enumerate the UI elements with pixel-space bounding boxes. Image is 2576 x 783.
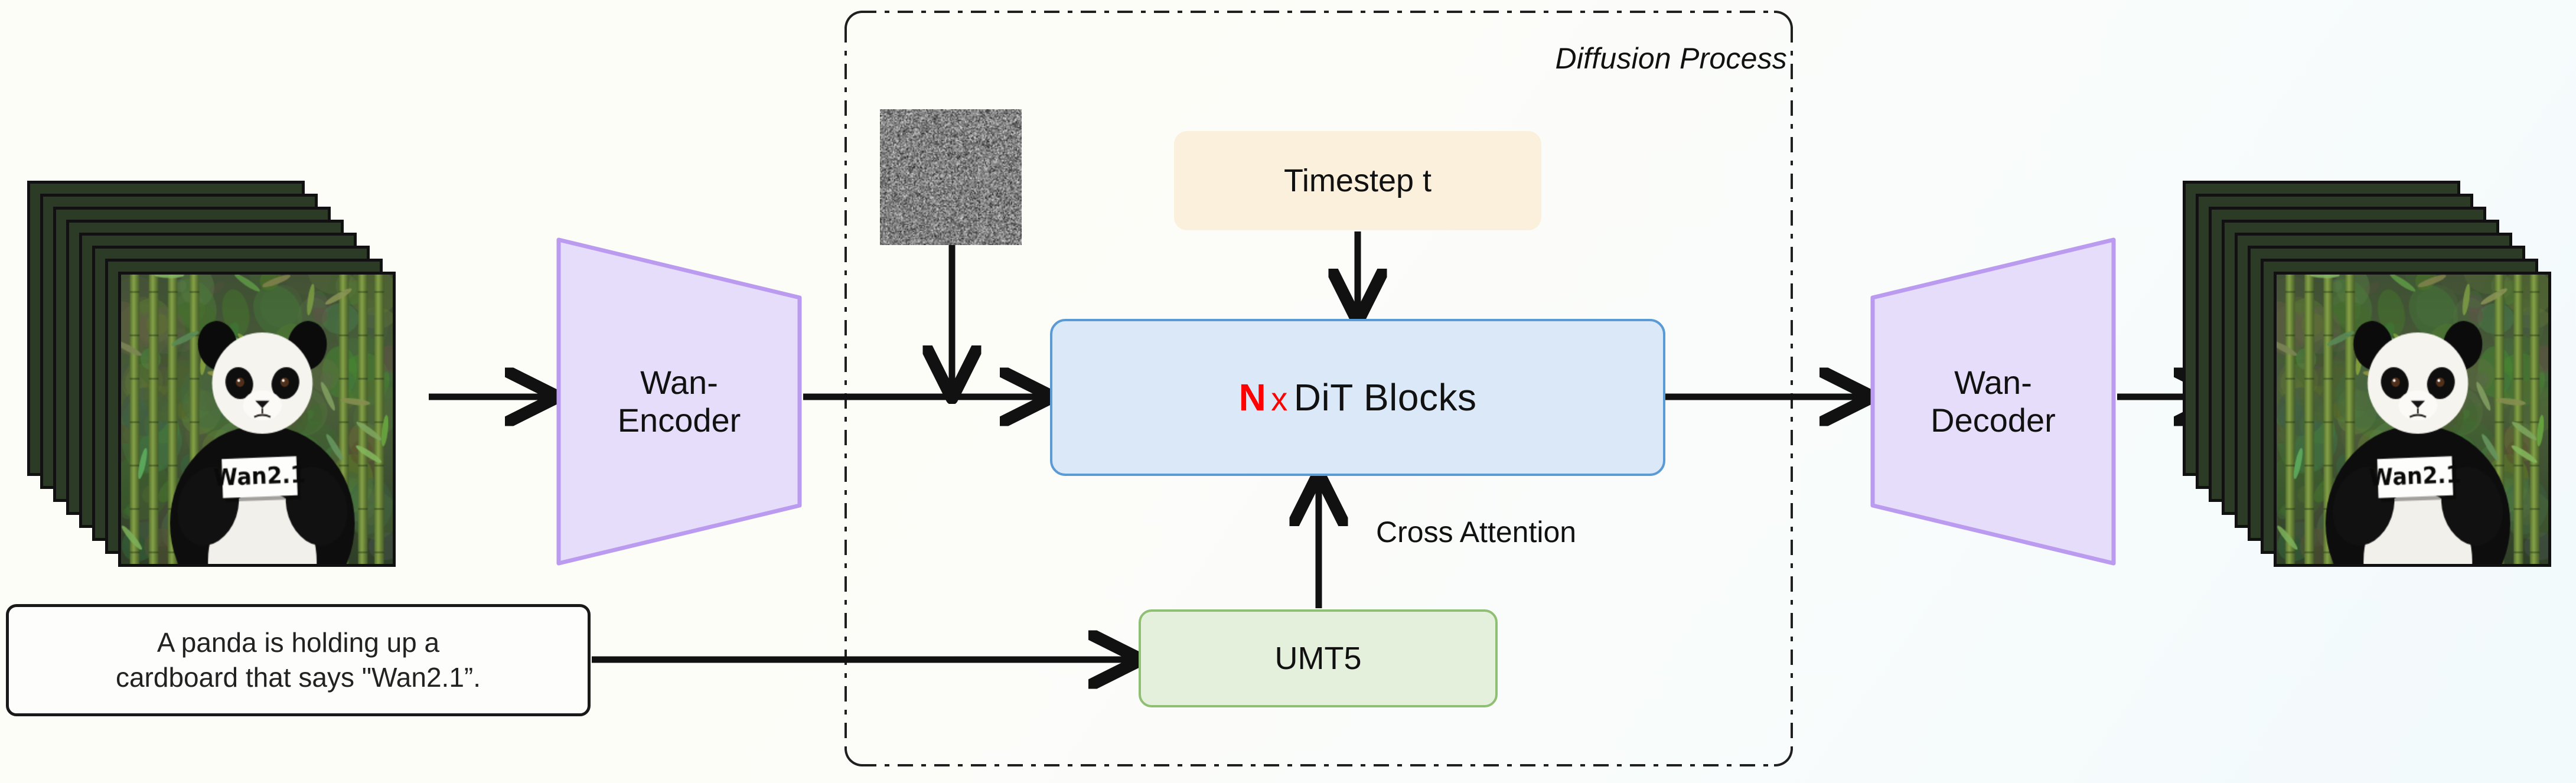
video-frame-front bbox=[2274, 272, 2551, 567]
wan-decoder-label: Wan- Decoder bbox=[1931, 364, 2056, 439]
dit-blocks-label: DiT Blocks bbox=[1293, 376, 1477, 419]
umt5-node[interactable]: UMT5 bbox=[1139, 609, 1498, 707]
wan-decoder-label-line1: Wan- bbox=[1954, 364, 2032, 402]
group-corner-bottom-left bbox=[844, 748, 863, 766]
group-corner-top-right bbox=[1774, 11, 1793, 30]
wan-encoder-label-line2: Encoder bbox=[617, 402, 741, 439]
wan-encoder-label-line1: Wan- bbox=[640, 364, 718, 402]
dit-repeat-count: N bbox=[1238, 376, 1267, 419]
diffusion-process-label: Diffusion Process bbox=[1555, 42, 1787, 75]
prompt-textbox[interactable]: A panda is holding up a cardboard that s… bbox=[6, 604, 591, 716]
output-video-frames bbox=[2179, 177, 2557, 567]
encoder-shape bbox=[556, 237, 802, 566]
timestep-label: Timestep t bbox=[1283, 163, 1432, 198]
dit-times-symbol: x bbox=[1271, 380, 1288, 417]
group-corner-top-left bbox=[844, 11, 863, 30]
video-frame-front bbox=[118, 272, 396, 567]
decoder-shape bbox=[1870, 237, 2116, 566]
timestep-node[interactable]: Timestep t bbox=[1174, 131, 1541, 230]
umt5-label: UMT5 bbox=[1274, 641, 1362, 676]
prompt-text: A panda is holding up a cardboard that s… bbox=[115, 627, 481, 693]
wan-encoder-label: Wan- Encoder bbox=[618, 364, 741, 439]
input-video-frames bbox=[24, 177, 425, 567]
wan-encoder-node[interactable]: Wan- Encoder bbox=[555, 236, 803, 567]
wan-decoder-label-line2: Decoder bbox=[1931, 402, 2056, 439]
group-corner-bottom-right bbox=[1774, 748, 1793, 766]
gaussian-noise-patch bbox=[880, 109, 1022, 245]
wan-decoder-node[interactable]: Wan- Decoder bbox=[1869, 236, 2117, 567]
cross-attention-label: Cross Attention bbox=[1376, 516, 1577, 549]
